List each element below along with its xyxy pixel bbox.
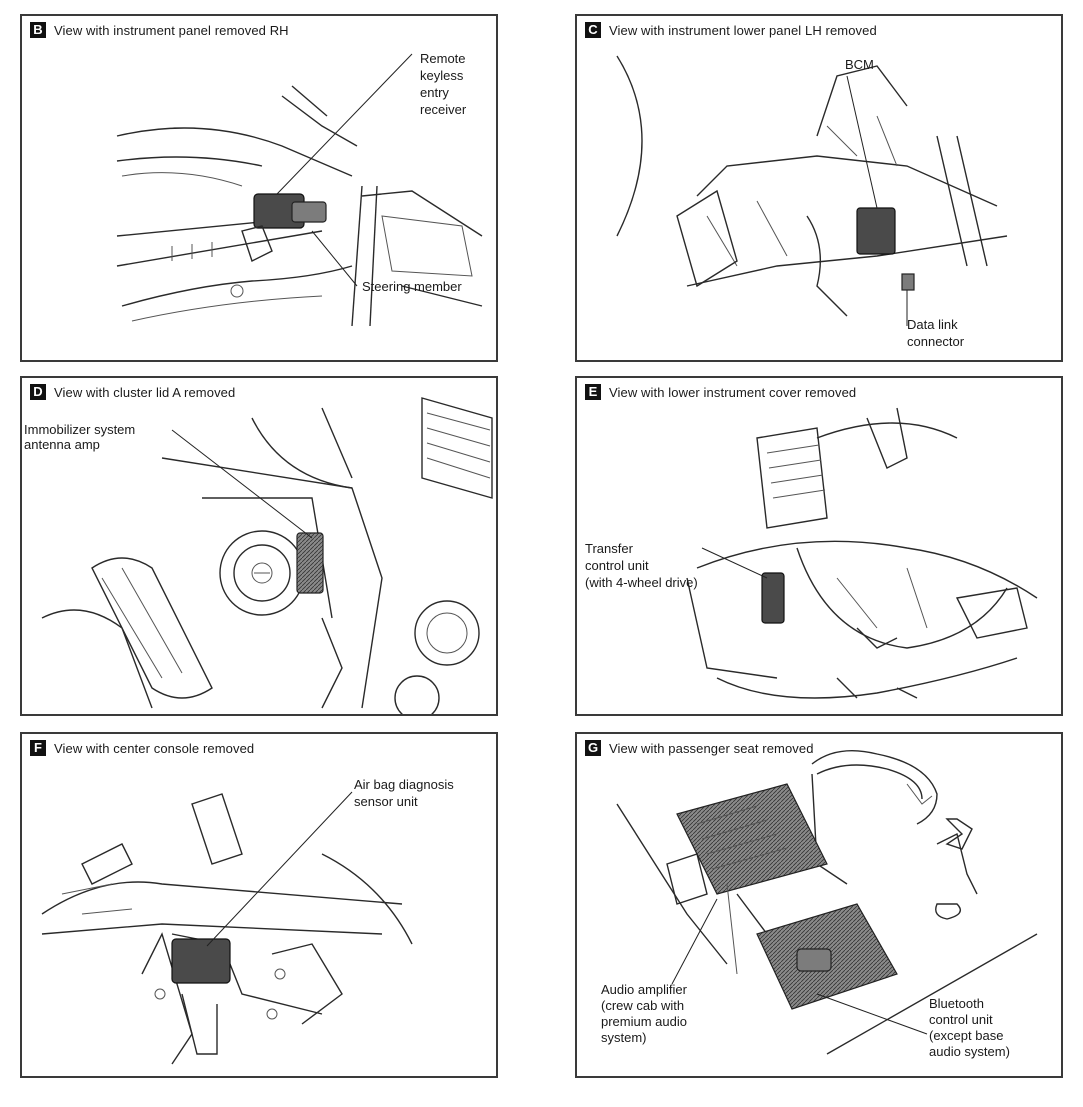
panel-d-title: View with cluster lid A removed — [54, 384, 236, 400]
panel-c-badge: C — [585, 22, 601, 38]
label-line: (except base — [929, 1028, 1004, 1043]
label-line: antenna amp — [24, 437, 100, 452]
label-bcm: BCM — [845, 57, 874, 72]
label-steering-member: Steering member — [362, 279, 462, 294]
label-line: control unit — [585, 558, 649, 573]
label-remote-keyless-entry-receiver: Remote keyless entry receiver — [420, 50, 466, 118]
panel-f-illustration — [41, 791, 413, 1065]
bcm-shape — [856, 207, 896, 255]
panel-f: F View with center console removed Air b… — [20, 732, 498, 1078]
label-data-link-connector: Data link connector — [907, 316, 964, 350]
panel-e-illustration — [686, 407, 1038, 699]
panel-g-badge: G — [585, 740, 601, 756]
panel-c-title: View with instrument lower panel LH remo… — [609, 22, 877, 38]
label-line: Air bag diagnosis — [354, 777, 454, 792]
label-line: receiver — [420, 102, 467, 117]
panel-f-title: View with center console removed — [54, 740, 255, 756]
panel-e-header: E View with lower instrument cover remov… — [585, 384, 856, 400]
panel-g-illustration — [616, 749, 1038, 1055]
air-bag-diagnosis-sensor-unit-shape — [171, 938, 231, 984]
panel-b-title: View with instrument panel removed RH — [54, 22, 289, 38]
direction-arrow-icon — [945, 818, 973, 850]
panel-d-header: D View with cluster lid A removed — [30, 384, 235, 400]
label-line: Transfer — [585, 541, 633, 556]
panel-f-badge: F — [30, 740, 46, 756]
label-line: Immobilizer system — [24, 422, 136, 437]
label-line: Data link — [907, 317, 958, 332]
label-line: (crew cab with — [601, 998, 685, 1013]
panel-e-title: View with lower instrument cover removed — [609, 384, 857, 400]
panel-e: E View with lower instrument cover remov… — [575, 376, 1063, 716]
panel-d-illustration — [41, 397, 493, 714]
panel-d: D View with cluster lid A removed Immobi… — [20, 376, 498, 716]
label-line: entry — [420, 85, 449, 100]
label-line: control unit — [929, 1012, 993, 1027]
panel-b-illustration — [116, 53, 483, 327]
label-line: premium audio — [601, 1014, 687, 1029]
panel-b-badge: B — [30, 22, 46, 38]
label-transfer-control-unit: Transfer control unit (with 4-wheel driv… — [585, 540, 698, 591]
label-audio-amplifier: Audio amplifier (crew cab with premium a… — [601, 982, 687, 1046]
panel-f-header: F View with center console removed — [30, 740, 254, 756]
label-line: sensor unit — [354, 794, 418, 809]
data-link-connector-shape — [901, 273, 915, 291]
label-line: keyless — [420, 68, 464, 83]
label-line: system) — [601, 1030, 647, 1045]
panel-c: C View with instrument lower panel LH re… — [575, 14, 1063, 362]
label-bluetooth-control-unit: Bluetooth control unit (except base audi… — [929, 996, 1010, 1060]
panel-b-header: B View with instrument panel removed RH — [30, 22, 289, 38]
label-air-bag-diagnosis-sensor-unit: Air bag diagnosis sensor unit — [354, 776, 454, 810]
panel-d-badge: D — [30, 384, 46, 400]
label-line: Audio amplifier — [601, 982, 687, 997]
panel-b: B View with instrument panel removed RH — [20, 14, 498, 362]
transfer-control-unit-shape — [761, 572, 785, 624]
panel-g: G View with passenger seat removed Audio… — [575, 732, 1063, 1078]
label-line: connector — [907, 334, 965, 349]
label-line: (with 4-wheel drive) — [585, 575, 698, 590]
audio-amplifier-shape — [676, 783, 828, 895]
panel-g-title: View with passenger seat removed — [609, 740, 814, 756]
label-line: Bluetooth — [929, 996, 984, 1011]
panel-c-illustration — [616, 55, 1008, 326]
label-line: Remote — [420, 51, 466, 66]
immobilizer-antenna-amp-shape — [296, 532, 324, 594]
label-line: audio system) — [929, 1044, 1010, 1059]
label-immobilizer-antenna-amp: Immobilizer system antenna amp — [24, 422, 135, 452]
panel-g-header: G View with passenger seat removed — [585, 740, 814, 756]
panel-e-badge: E — [585, 384, 601, 400]
panel-c-header: C View with instrument lower panel LH re… — [585, 22, 877, 38]
